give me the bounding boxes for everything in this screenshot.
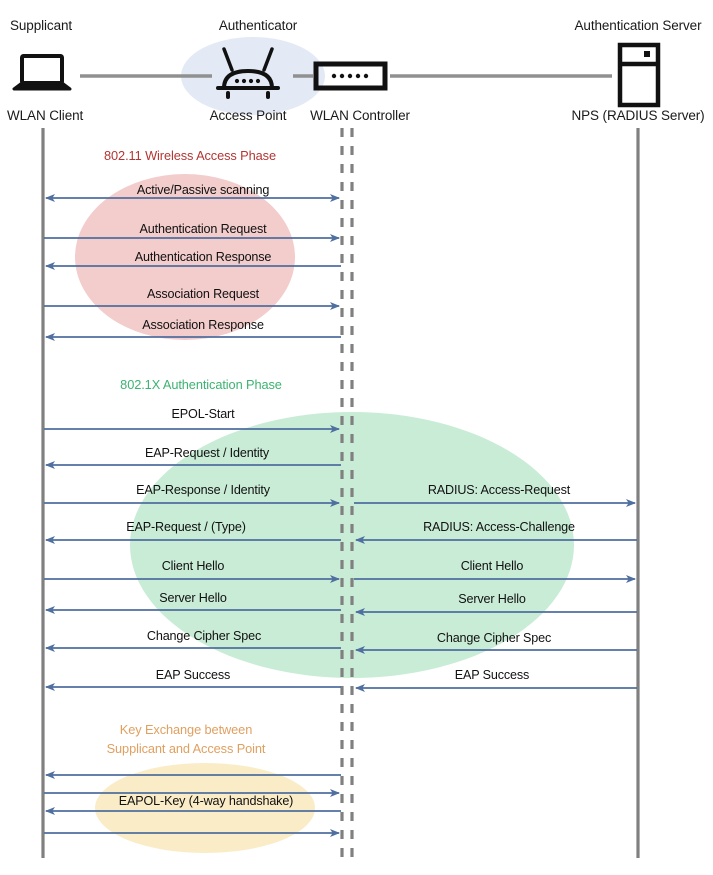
- msg-label-change-cipher-spec-right: Change Cipher Spec: [436, 631, 552, 645]
- msg-label-server-hello-left: Server Hello: [159, 591, 227, 605]
- server-rack-icon: [617, 42, 661, 108]
- msg-label-radius-access-challenge: RADIUS: Access-Challenge: [423, 520, 575, 534]
- msg-label-eap-response-identity: EAP-Response / Identity: [136, 483, 270, 497]
- msg-label-radius-access-request: RADIUS: Access-Request: [427, 483, 571, 497]
- right-message-arrows: [354, 499, 637, 692]
- msg-label-active-passive-scanning: Active/Passive scanning: [136, 183, 270, 197]
- keyex-phase-ellipse: [95, 763, 315, 853]
- msg-label-client-hello-left: Client Hello: [161, 559, 225, 573]
- msg-label-client-hello-right: Client Hello: [460, 559, 524, 573]
- msg-label-server-hello-right: Server Hello: [458, 592, 526, 606]
- msg-label-eap-success-right: EAP Success: [454, 668, 530, 682]
- msg-label-association-request: Association Request: [147, 287, 259, 301]
- phase-label-keyex: Key Exchange between Supplicant and Acce…: [107, 721, 266, 758]
- actor-caption-wlan-controller: WLAN Controller: [310, 108, 410, 123]
- msg-label-authentication-request: Authentication Request: [139, 222, 267, 236]
- msg-label-authentication-response: Authentication Response: [134, 250, 272, 264]
- authenticator-group-ellipse: [181, 37, 325, 115]
- phase-label-wireless: 802.11 Wireless Access Phase: [104, 148, 276, 163]
- actor-role-authenticator: Authenticator: [218, 18, 298, 33]
- msg-label-eap-success-left: EAP Success: [155, 668, 231, 682]
- phase-label-keyex-line1: Key Exchange between: [119, 722, 253, 737]
- msg-label-change-cipher-spec-left: Change Cipher Spec: [146, 629, 262, 643]
- msg-label-association-response: Association Response: [142, 318, 264, 332]
- msg-label-epol-start: EPOL-Start: [171, 407, 235, 421]
- phase-label-keyex-line2: Supplicant and Access Point: [106, 740, 266, 756]
- actor-caption-nps-radius: NPS (RADIUS Server): [571, 108, 705, 123]
- actor-role-supplicant: Supplicant: [10, 18, 73, 33]
- laptop-icon: [12, 54, 72, 91]
- wireless-phase-ellipse: [75, 174, 295, 340]
- wireless-router-icon: [216, 47, 280, 99]
- msg-label-eapol-key-handshake: EAPOL-Key (4-way handshake): [118, 794, 294, 808]
- actor-role-auth-server: Authentication Server: [574, 18, 702, 33]
- phase-label-dot1x: 802.1X Authentication Phase: [120, 377, 282, 392]
- actor-caption-access-point: Access Point: [209, 108, 287, 123]
- msg-label-eap-request-identity: EAP-Request / Identity: [144, 446, 270, 460]
- wlan-controller-icon: [313, 61, 388, 91]
- actor-caption-wlan-client: WLAN Client: [7, 108, 84, 123]
- left-message-arrows: [44, 194, 341, 837]
- msg-label-eap-request-type: EAP-Request / (Type): [126, 520, 246, 534]
